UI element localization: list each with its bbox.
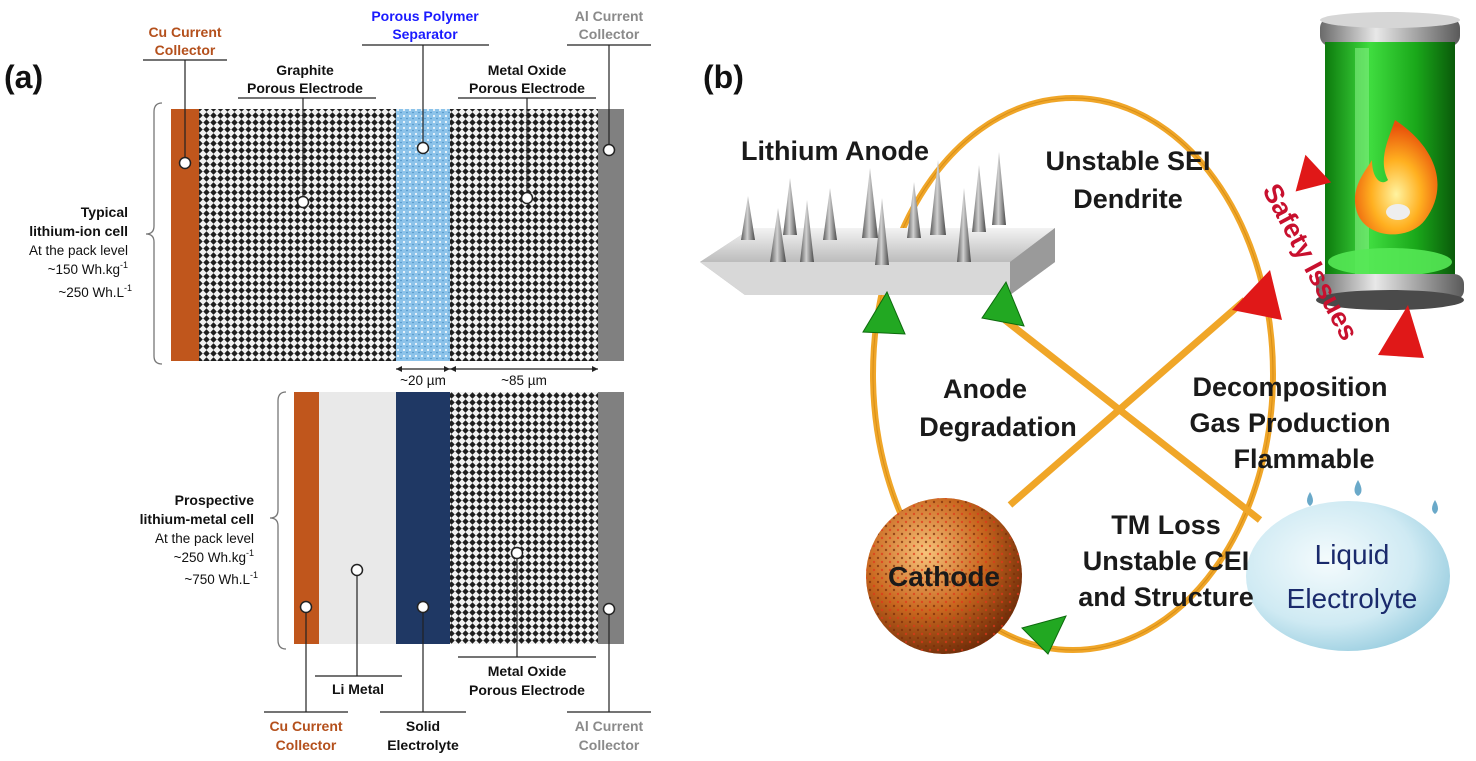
lithium-anode-label: Lithium Anode [741, 136, 929, 166]
degradation-label: Degradation [919, 412, 1077, 442]
tm-loss-label: TM Loss [1111, 510, 1221, 540]
marker-dot [299, 600, 313, 614]
droplet-icon [1432, 500, 1438, 514]
marker-dot [178, 156, 192, 170]
separator-label-2: Separator [392, 26, 458, 42]
bottom-labels: Li Metal Metal Oxide Porous Electrode Cu… [269, 663, 643, 753]
cathode-label: Cathode [888, 561, 1000, 592]
lithium-metal-cell [264, 391, 651, 713]
metal-oxide-label-1: Metal Oxide [488, 62, 567, 78]
gas-production-label: Gas Production [1189, 408, 1390, 438]
dendrite-label: Dendrite [1073, 184, 1183, 214]
marker-dot [520, 191, 534, 205]
metal-oxide-bottom-label-1: Metal Oxide [488, 663, 567, 679]
leader-lines-top [143, 44, 651, 196]
panel-b-tag: (b) [703, 59, 744, 95]
al-collector-label-2: Collector [579, 26, 640, 42]
panel-b: (b) Lithium Anode [700, 12, 1464, 655]
graphite-electrode [199, 109, 396, 361]
al-collector-label-1: Al Current [575, 8, 644, 24]
prospective-label: Prospective [175, 492, 255, 508]
cathode-to-safety-line [1007, 297, 1248, 508]
solid-electrolyte-label-2: Electrolyte [387, 737, 459, 753]
marker-dot [602, 602, 616, 616]
flame-icon [1354, 120, 1438, 235]
liquid-electrolyte: Liquid Electrolyte [1244, 480, 1452, 653]
pack-level-label: At the pack level [29, 243, 128, 258]
metal-oxide-electrode-bottom [450, 392, 598, 644]
marker-dot [510, 546, 524, 560]
separator-label-1: Porous Polymer [371, 8, 479, 24]
marker-dot [350, 563, 364, 577]
separator-thickness: ~20 µm [400, 373, 446, 388]
lithium-ion-cell [143, 44, 651, 365]
cathode-sphere: Cathode [866, 498, 1022, 654]
typical-cell-text: Typical lithium-ion cell At the pack lev… [29, 204, 132, 300]
green-arrow-icon [862, 290, 906, 335]
metal-oxide-electrode-top [450, 109, 598, 361]
liquid-label: Liquid [1315, 539, 1390, 570]
safety-arrow-icon [1232, 270, 1282, 320]
electrolyte-label: Electrolyte [1287, 583, 1418, 614]
al-collector-bottom-label-1: Al Current [575, 718, 644, 734]
dendrite-spikes [741, 152, 1006, 265]
li-metal-label: Li Metal [332, 681, 384, 697]
metal-oxide-bottom-label-2: Porous Electrode [469, 682, 585, 698]
top-labels: Cu Current Collector Graphite Porous Ele… [148, 8, 643, 96]
marker-dot [416, 600, 430, 614]
marker-dot [416, 141, 430, 155]
decomposition-label: Decomposition [1192, 372, 1387, 402]
panel-a: (a) [4, 8, 651, 753]
volumetric-energy-label: ~250 Wh.L-1 [58, 283, 132, 300]
droplet-icon [1354, 480, 1362, 496]
unstable-cei-label: Unstable CEI [1083, 546, 1250, 576]
safety-arrow-icon [1295, 154, 1332, 192]
panel-a-tag: (a) [4, 59, 43, 95]
battery-icon [1316, 12, 1464, 310]
droplet-icon [1307, 492, 1313, 506]
dimension-markers: ~20 µm ~85 µm [396, 366, 598, 388]
anode-label: Anode [943, 374, 1027, 404]
flammable-label: Flammable [1233, 444, 1374, 474]
green-arrow-icon [1021, 615, 1067, 655]
cu-collector-bottom-label-2: Collector [276, 737, 337, 753]
prospective-cell-text: Prospective lithium-metal cell At the pa… [140, 492, 258, 587]
typical-label: Typical [81, 204, 128, 220]
cell-bracket-top [145, 102, 163, 365]
marker-dot [602, 143, 616, 157]
solid-electrolyte-label-1: Solid [406, 718, 440, 734]
leader-lines-bottom [264, 559, 651, 713]
al-current-collector-bottom [598, 392, 624, 644]
safety-arrow-icon [1378, 305, 1424, 358]
metal-oxide-label-2: Porous Electrode [469, 80, 585, 96]
electrolyte-to-anode-line [1002, 317, 1263, 523]
graphite-label-1: Graphite [276, 62, 334, 78]
cu-collector-bottom-label-1: Cu Current [269, 718, 342, 734]
pack-level-label-2: At the pack level [155, 531, 254, 546]
cathode-thickness: ~85 µm [501, 373, 547, 388]
gravimetric-energy-label: ~150 Wh.kg-1 [48, 260, 128, 277]
volumetric-energy-label-2: ~750 Wh.L-1 [184, 570, 258, 587]
cu-collector-label-2: Collector [155, 42, 216, 58]
green-arrow-icon [981, 280, 1025, 327]
degradation-loop-edge [872, 97, 1274, 651]
and-structure-label: and Structure [1078, 582, 1254, 612]
marker-dot [296, 195, 310, 209]
lithium-metal-label: lithium-metal cell [140, 511, 254, 527]
al-collector-bottom-label-2: Collector [579, 737, 640, 753]
gravimetric-energy-label-2: ~250 Wh.kg-1 [174, 548, 254, 565]
cell-bracket-bottom [269, 391, 287, 650]
graphite-label-2: Porous Electrode [247, 80, 363, 96]
lithium-ion-label: lithium-ion cell [29, 223, 128, 239]
cu-collector-label-1: Cu Current [148, 24, 221, 40]
unstable-sei-label: Unstable SEI [1045, 146, 1210, 176]
